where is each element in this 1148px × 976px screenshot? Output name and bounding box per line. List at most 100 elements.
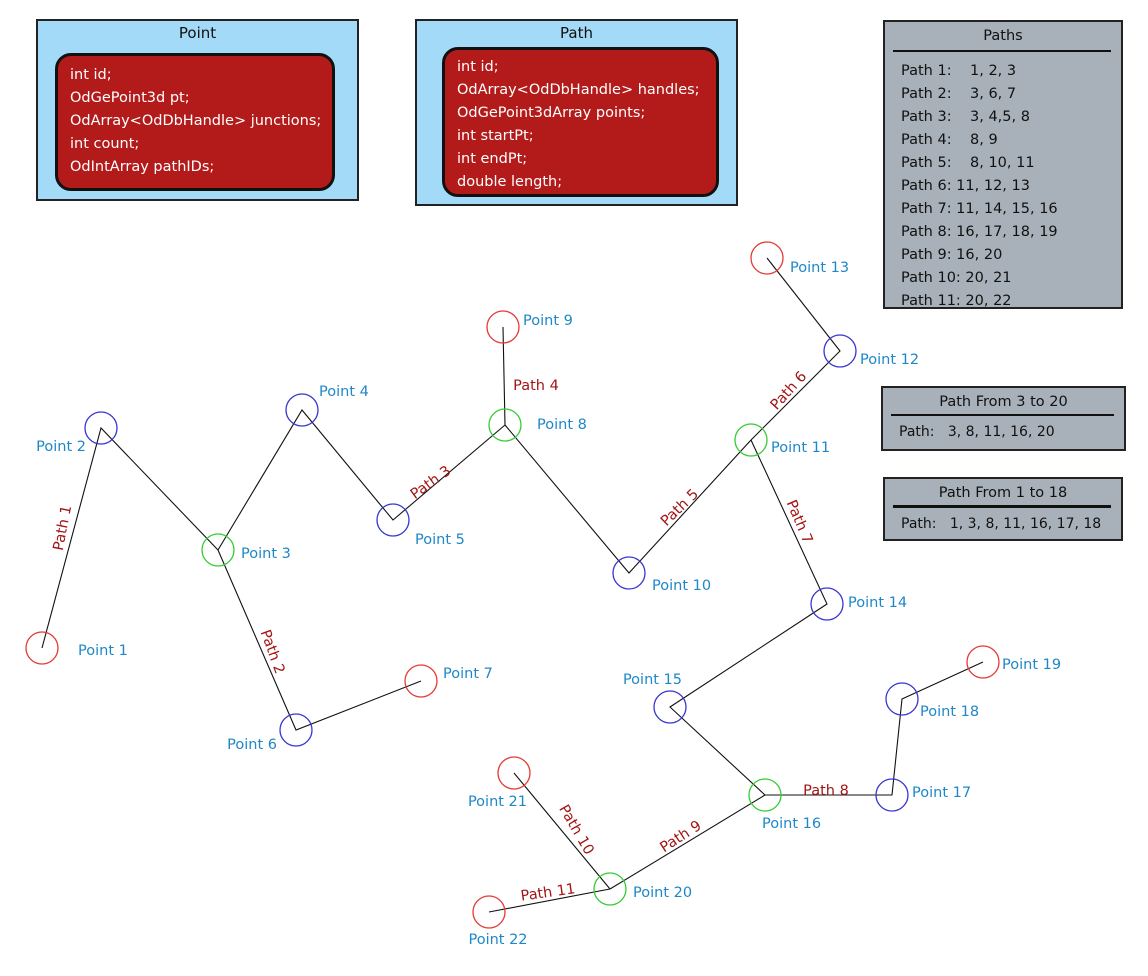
point-nodes (25, 241, 1000, 929)
point-20-label: Point 20 (633, 885, 692, 901)
path-1-label: Path 1 (51, 504, 75, 552)
paths-table-row: Path 6: 11, 12, 13 (901, 178, 1030, 194)
point-18-label: Point 18 (920, 704, 979, 720)
path-11-line (488, 888, 611, 913)
point-5-node (376, 503, 410, 537)
point-2-label: Point 2 (36, 439, 86, 455)
point-struct-title: Point (178, 24, 217, 42)
path-field-endpt: int endPt; (457, 151, 528, 167)
result-1-to-18-path: Path: 1, 3, 8, 11, 16, 17, 18 (901, 516, 1102, 532)
point-1-node (25, 631, 59, 665)
point-struct-box: Point int id; OdGePoint3d pt; OdArray<Od… (36, 19, 359, 201)
point-20-node (593, 872, 627, 906)
path-7-label: Path 7 (783, 498, 816, 546)
path-9-label: Path 9 (657, 818, 704, 856)
point-6-node (279, 713, 313, 747)
point-4-label: Point 4 (319, 384, 369, 400)
point-3-label: Point 3 (241, 546, 291, 562)
point-18-node (885, 682, 919, 716)
point-16-node (748, 778, 782, 812)
point-field-count: int count; (70, 136, 140, 152)
paths-table-divider (893, 50, 1111, 52)
point-3-node (201, 533, 235, 567)
path-6-label: Path 6 (768, 369, 810, 414)
path-2-line (217, 549, 422, 731)
point-2-node (84, 411, 118, 445)
result-3-to-20-box: Path From 3 to 20 Path: 3, 8, 11, 16, 20 (881, 386, 1126, 451)
point-12-node (823, 334, 857, 368)
path-3-label: Path 3 (408, 463, 454, 503)
point-field-pathids: OdIntArray pathIDs; (70, 159, 215, 175)
path-8-line (765, 661, 984, 796)
paths-table: Paths Path 1: 1, 2, 3 Path 2: 3, 6, 7 Pa… (883, 20, 1123, 309)
point-10-node (612, 556, 646, 590)
result-3-to-20-divider (891, 414, 1114, 416)
path-11-label: Path 11 (520, 881, 577, 904)
point-13-node (750, 241, 784, 275)
path-5-line (504, 424, 752, 574)
path-field-length: double length; (457, 174, 563, 190)
paths-table-row: Path 3: 3, 4,5, 8 (901, 109, 1030, 125)
paths-table-row: Path 8: 16, 17, 18, 19 (901, 224, 1058, 240)
paths-table-row: Path 7: 11, 14, 15, 16 (901, 201, 1058, 217)
paths-table-row: Path 10: 20, 21 (901, 270, 1012, 286)
point-21-node (497, 756, 531, 790)
paths-table-list: Path 1: 1, 2, 3 Path 2: 3, 6, 7 Path 3: … (885, 52, 1121, 313)
path-10-line (513, 772, 611, 890)
point-7-node (404, 664, 438, 698)
result-3-to-20-path: Path: 3, 8, 11, 16, 20 (899, 424, 1055, 440)
point-19-node (966, 645, 1000, 679)
point-14-label: Point 14 (848, 595, 907, 611)
result-1-to-18-title: Path From 1 to 18 (938, 485, 1068, 501)
point-9-label: Point 9 (523, 313, 573, 329)
path-2-label: Path 2 (257, 628, 288, 676)
point-15-label: Point 15 (623, 672, 682, 688)
path-labels: Path 1 Path 2 Path 3 Path 4 Path 5 Path 6 Path… (51, 369, 849, 905)
point-15-node (653, 690, 687, 724)
path-7-line (669, 439, 828, 796)
point-16-label: Point 16 (762, 816, 821, 832)
point-8-node (488, 408, 522, 442)
path-4-line (502, 326, 506, 426)
path-field-startpt: int startPt; (457, 128, 534, 144)
path-1-line (41, 426, 219, 649)
result-1-to-18-box: Path From 1 to 18 Path: 1, 3, 8, 11, 16,… (883, 477, 1123, 541)
point-12-label: Point 12 (860, 352, 919, 368)
path-field-id: int id; (457, 59, 499, 75)
path-9-line (609, 794, 766, 890)
point-6-label: Point 6 (227, 737, 277, 753)
point-labels: Point 1 Point 2 Point 3 Point 4 Point 5 Point… (36, 260, 1061, 948)
point-11-node (734, 423, 768, 457)
paths-table-row: Path 11: 20, 22 (901, 293, 1012, 309)
path-4-label: Path 4 (513, 378, 559, 394)
point-17-node (875, 778, 909, 812)
point-17-label: Point 17 (912, 785, 971, 801)
path-field-points: OdGePoint3dArray points; (457, 105, 646, 121)
path-edges (41, 257, 984, 913)
path-field-handles: OdArray<OdDbHandle> handles; (457, 82, 700, 98)
point-field-junctions: OdArray<OdDbHandle> junctions; (70, 113, 322, 129)
paths-table-row: Path 4: 8, 9 (901, 132, 998, 148)
point-19-label: Point 19 (1002, 657, 1061, 673)
point-5-label: Point 5 (415, 532, 465, 548)
point-1-label: Point 1 (78, 643, 128, 659)
point-14-node (810, 587, 844, 621)
point-field-id: int id; (70, 67, 112, 83)
path-6-line (750, 257, 841, 441)
result-1-to-18-divider (893, 505, 1111, 508)
point-22-node (472, 895, 506, 929)
point-struct-fields: int id; OdGePoint3d pt; OdArray<OdDbHand… (55, 53, 335, 191)
point-13-label: Point 13 (790, 260, 849, 276)
path-8-label: Path 8 (803, 783, 849, 799)
path-struct-fields: int id; OdArray<OdDbHandle> handles; OdG… (442, 47, 719, 197)
path-struct-box: Path int id; OdArray<OdDbHandle> handles… (415, 19, 738, 206)
point-10-label: Point 10 (652, 578, 711, 594)
result-3-to-20-title: Path From 3 to 20 (939, 394, 1068, 410)
point-4-node (285, 393, 319, 427)
paths-table-row: Path 2: 3, 6, 7 (901, 86, 1017, 102)
paths-table-title: Paths (983, 28, 1023, 44)
paths-table-row: Path 9: 16, 20 (901, 247, 1003, 263)
point-7-label: Point 7 (443, 666, 493, 682)
path-5-label: Path 5 (658, 486, 702, 529)
